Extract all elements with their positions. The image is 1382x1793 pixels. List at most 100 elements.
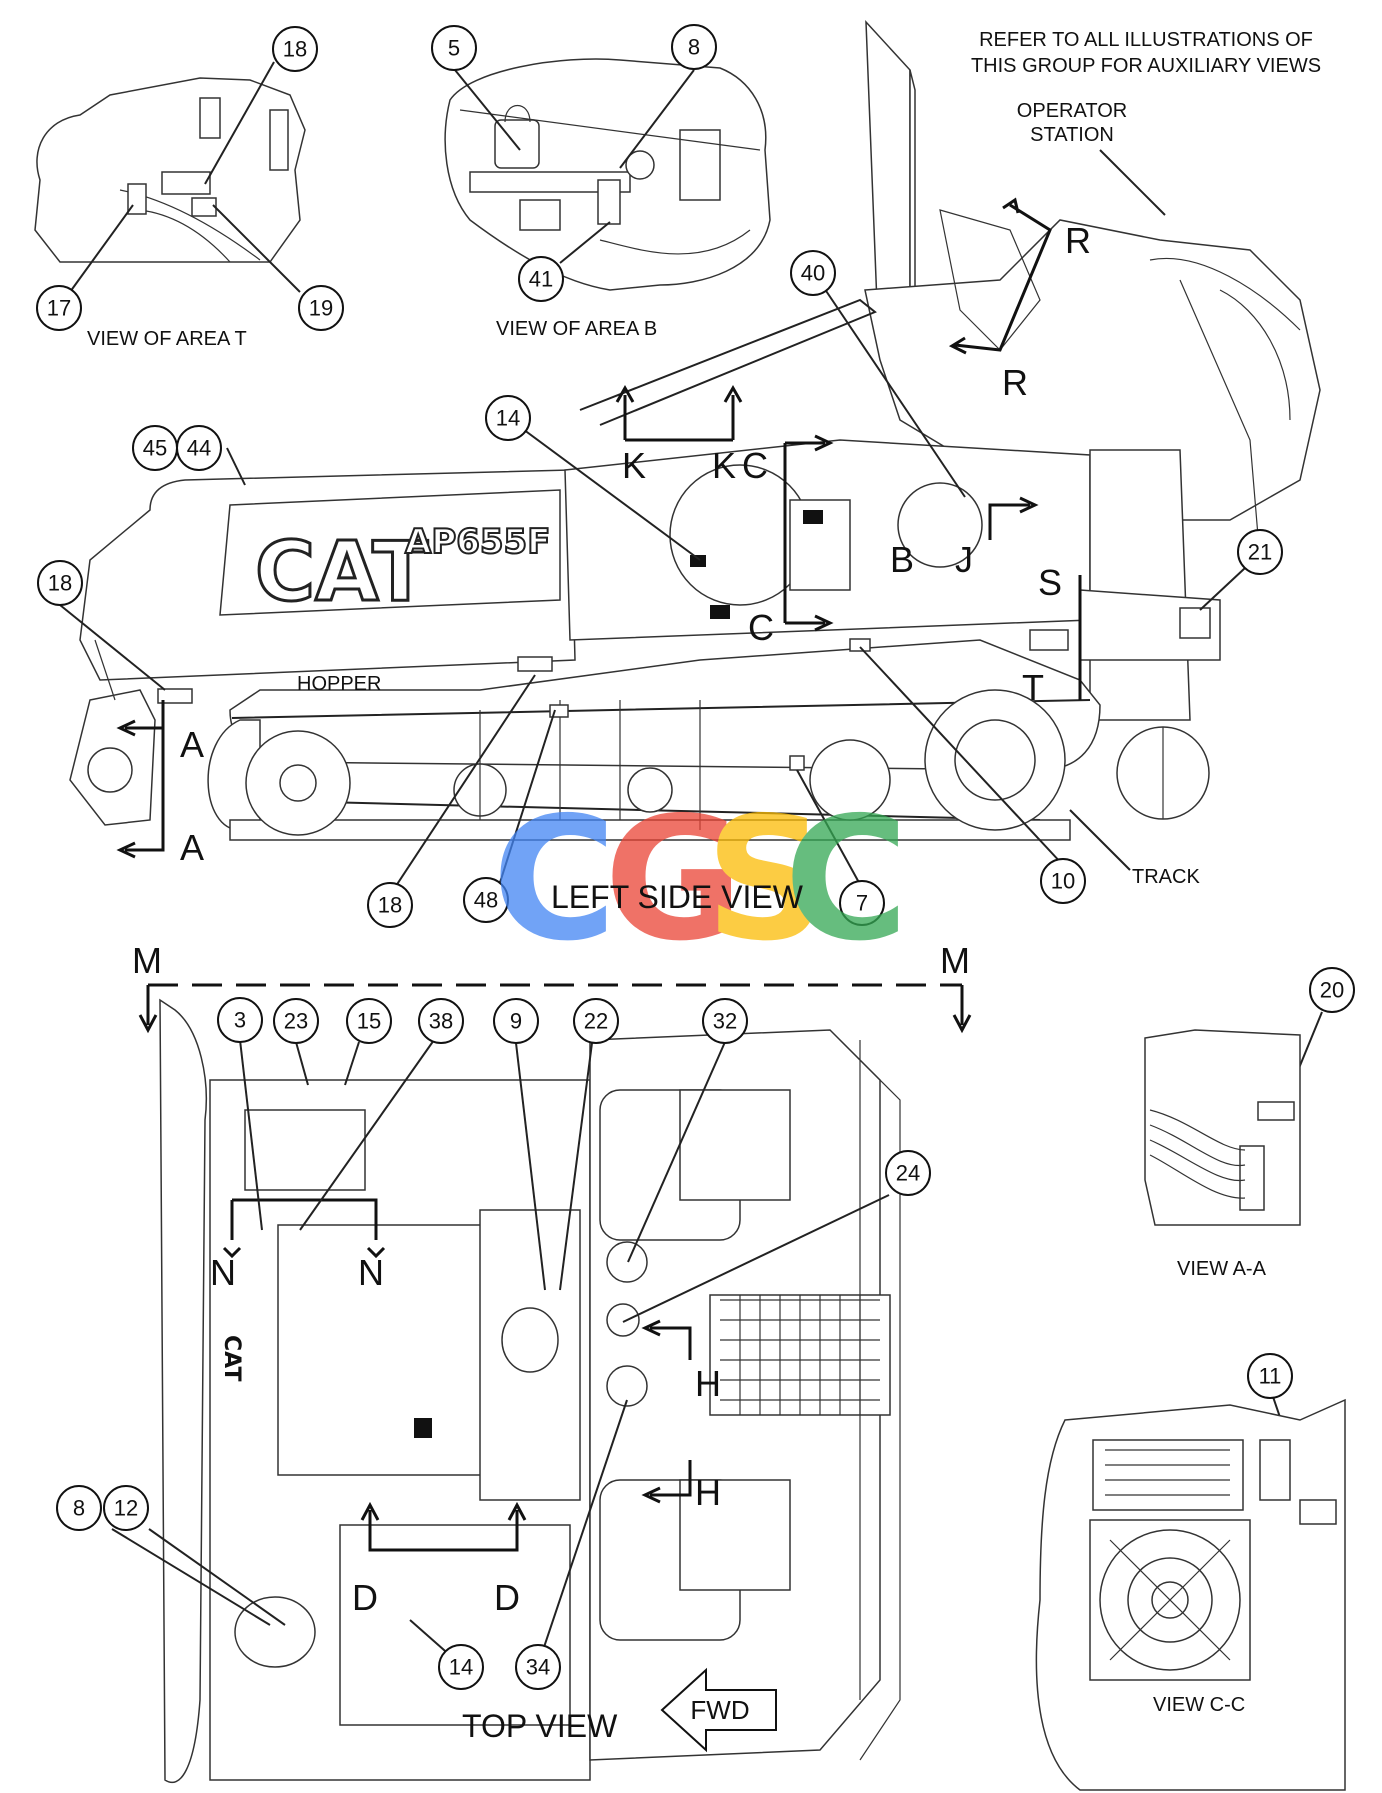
callout-11: 11: [1247, 1353, 1293, 1399]
section-n-right: N: [358, 1252, 384, 1293]
area-t-view: [34, 77, 306, 263]
svg-text:21: 21: [1248, 540, 1272, 565]
refer-note-line2: THIS GROUP FOR AUXILIARY VIEWS: [971, 55, 1321, 77]
callout-34: 34: [515, 1644, 561, 1690]
fwd-arrow: [660, 1667, 777, 1753]
callout-41: 41: [518, 256, 564, 302]
svg-text:18: 18: [48, 571, 72, 596]
callout-40: 40: [790, 250, 836, 296]
svg-text:8: 8: [73, 1496, 85, 1521]
view-cc: [1035, 1398, 1346, 1791]
left-side-view-title: LEFT SIDE VIEW: [551, 879, 804, 915]
svg-text:38: 38: [429, 1009, 453, 1034]
watermark-letter-1: C: [492, 781, 617, 979]
refer-note-line1: REFER TO ALL ILLUSTRATIONS OF: [979, 29, 1313, 51]
section-h-top: H: [695, 1363, 721, 1404]
svg-text:18: 18: [378, 893, 402, 918]
callout-14-side: 14: [485, 395, 531, 441]
callout-8-top: 8: [56, 1485, 102, 1531]
svg-text:8: 8: [688, 35, 700, 60]
svg-text:18: 18: [283, 37, 307, 62]
model-badge: AP655F: [405, 522, 550, 562]
svg-text:10: 10: [1051, 869, 1075, 894]
cgsc-watermark: C G S C: [492, 781, 909, 979]
watermark-letter-4: C: [784, 781, 909, 979]
callout-21: 21: [1237, 529, 1283, 575]
svg-text:34: 34: [526, 1655, 550, 1680]
section-t: T: [1022, 667, 1044, 708]
svg-text:45: 45: [143, 436, 167, 461]
svg-text:3: 3: [234, 1008, 246, 1033]
section-r-top: R: [1065, 220, 1091, 261]
callout-12: 12: [103, 1485, 149, 1531]
watermark-letter-2: G: [604, 781, 744, 979]
svg-text:22: 22: [584, 1009, 608, 1034]
section-h-bottom: H: [695, 1472, 721, 1513]
top-view-title: TOP VIEW: [462, 1708, 618, 1744]
svg-text:12: 12: [114, 1496, 138, 1521]
view-cc-title: VIEW C-C: [1153, 1694, 1245, 1716]
section-b: B: [890, 539, 914, 580]
svg-text:14: 14: [449, 1655, 473, 1680]
view-aa-title: VIEW A-A: [1177, 1258, 1267, 1280]
top-view-cat-mark: CAT: [219, 1335, 244, 1381]
callout-19: 19: [298, 285, 344, 331]
callout-20: 20: [1309, 967, 1355, 1013]
section-n-left: N: [210, 1252, 236, 1293]
svg-text:20: 20: [1320, 978, 1344, 1003]
view-aa: [1144, 1029, 1301, 1226]
svg-text:5: 5: [448, 36, 460, 61]
callout-3: 3: [217, 997, 263, 1043]
svg-text:7: 7: [856, 891, 868, 916]
svg-text:44: 44: [187, 436, 211, 461]
callout-22: 22: [573, 998, 619, 1044]
callout-44: 44: [176, 425, 222, 471]
operator-station-label-1: OPERATOR: [1017, 100, 1127, 122]
callout-48: 48: [463, 877, 509, 923]
callout-23: 23: [273, 998, 319, 1044]
hopper-label: HOPPER: [297, 673, 381, 695]
cat-logo: CAT: [255, 525, 428, 620]
callout-32: 32: [702, 998, 748, 1044]
svg-text:11: 11: [1259, 1364, 1282, 1389]
callout-18-side-left: 18: [37, 560, 83, 606]
callout-10: 10: [1040, 858, 1086, 904]
svg-text:32: 32: [713, 1009, 737, 1034]
svg-text:41: 41: [529, 267, 553, 292]
section-k-right: K: [712, 445, 736, 486]
svg-text:40: 40: [801, 261, 825, 286]
svg-text:17: 17: [47, 296, 71, 321]
svg-text:15: 15: [357, 1009, 381, 1034]
watermark-letter-3: S: [705, 781, 827, 979]
callout-17: 17: [36, 285, 82, 331]
section-d-left: D: [352, 1577, 378, 1618]
callout-8-area-b: 8: [671, 24, 717, 70]
section-m-left: M: [132, 940, 162, 981]
section-s: S: [1038, 562, 1062, 603]
svg-text:9: 9: [510, 1009, 522, 1034]
svg-text:48: 48: [474, 888, 498, 913]
svg-text:19: 19: [309, 296, 333, 321]
section-m-right: M: [940, 940, 970, 981]
svg-text:14: 14: [496, 406, 520, 431]
callout-5: 5: [431, 25, 477, 71]
callout-24: 24: [885, 1150, 931, 1196]
callout-38: 38: [418, 998, 464, 1044]
callout-18-side-bottom: 18: [367, 882, 413, 928]
svg-text:23: 23: [284, 1009, 308, 1034]
callout-7: 7: [839, 880, 885, 926]
section-d-right: D: [494, 1577, 520, 1618]
callout-15: 15: [346, 998, 392, 1044]
section-a-bottom: A: [180, 827, 204, 868]
callout-18-area-t: 18: [272, 26, 318, 72]
section-c-bottom: C: [748, 607, 774, 648]
section-j: J: [955, 539, 973, 580]
callout-14-top: 14: [438, 1644, 484, 1690]
section-k-left: K: [622, 445, 646, 486]
view-area-b-title: VIEW OF AREA B: [496, 318, 657, 340]
operator-station-label-2: STATION: [1030, 124, 1114, 146]
section-r-bottom: R: [1002, 362, 1028, 403]
area-b-view: [444, 58, 771, 291]
svg-text:24: 24: [896, 1161, 920, 1186]
